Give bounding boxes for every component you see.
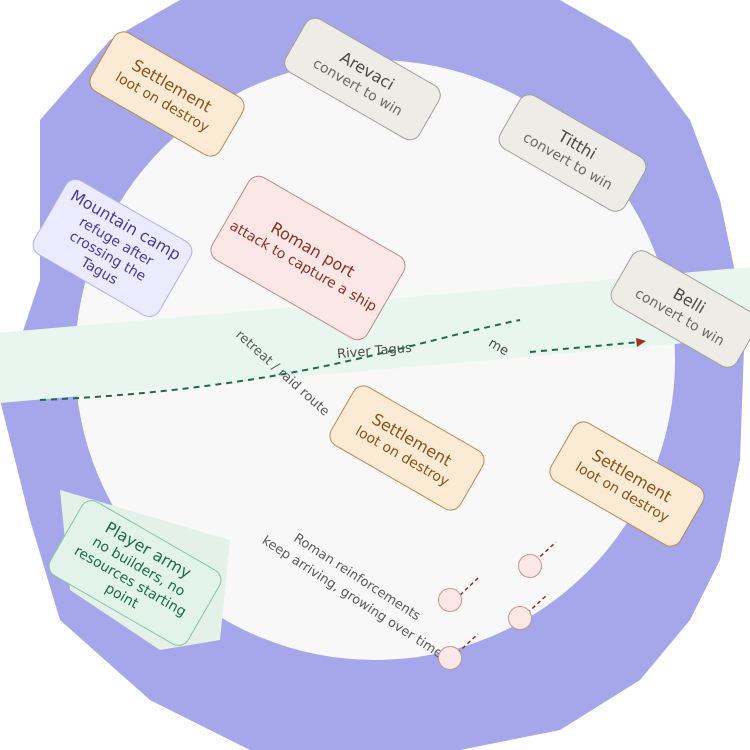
reinforcement-spawn-4 bbox=[438, 646, 462, 670]
river-band bbox=[0, 261, 750, 407]
reinforcement-spawn-1 bbox=[438, 588, 462, 612]
spawn-link-2 bbox=[529, 541, 557, 567]
spawn-link-1 bbox=[454, 577, 479, 601]
river-route-line bbox=[529, 341, 641, 353]
spawn-link-4 bbox=[451, 633, 479, 659]
reinforcement-spawn-2 bbox=[518, 554, 542, 578]
reinforcement-spawn-3 bbox=[508, 606, 532, 630]
raid-route-line bbox=[39, 319, 521, 401]
spawn-link-3 bbox=[521, 593, 549, 619]
route-arrowhead bbox=[636, 338, 646, 347]
